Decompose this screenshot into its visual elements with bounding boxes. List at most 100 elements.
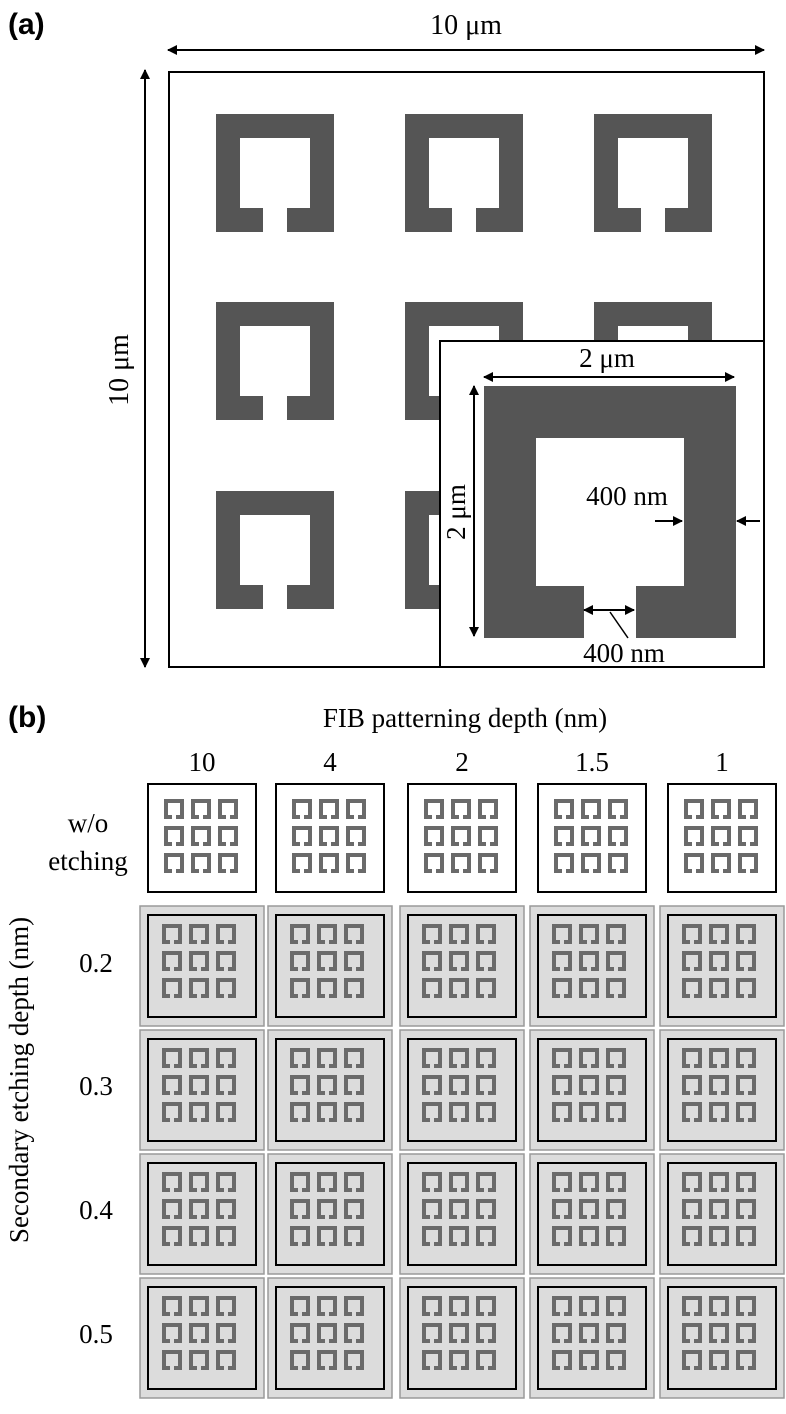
resonator-r1-c3 [594, 114, 712, 232]
resonator-r1-c2 [405, 114, 523, 232]
sample-frame [667, 1286, 777, 1390]
etched-r2-c2-resonator-9 [344, 1102, 364, 1122]
etched-r3-c2-resonator-9 [344, 1226, 364, 1246]
etched-r2-c1-resonator-6 [216, 1075, 236, 1095]
sample-etched-r1-c5 [659, 905, 785, 1027]
etched-r2-c5-resonator-8 [709, 1102, 729, 1122]
sample-frame [275, 1162, 385, 1266]
etched-r2-c2-resonator-1 [290, 1048, 310, 1068]
etched-background [659, 1153, 785, 1275]
etched-r4-c4-resonator-8 [579, 1350, 599, 1370]
etched-r2-c3-resonator-5 [449, 1075, 469, 1095]
etched-r2-c4-resonator-4 [552, 1075, 572, 1095]
sample-unetched-col-4 [537, 783, 647, 893]
sample-unetched-col-2 [275, 783, 385, 893]
etched-r4-c4-resonator-2 [579, 1296, 599, 1316]
etched-r1-c2-resonator-9 [344, 978, 364, 998]
unetched-c2-resonator-7 [292, 853, 312, 873]
width-dimension-label: 10 μm [430, 10, 502, 41]
etched-r3-c5-resonator-5 [709, 1199, 729, 1219]
etched-r3-c3-resonator-9 [476, 1226, 496, 1246]
etched-r1-c3-resonator-5 [449, 951, 469, 971]
etched-r1-c1-resonator-8 [189, 978, 209, 998]
etched-r2-c1-resonator-9 [216, 1102, 236, 1122]
etched-r1-c1-resonator-5 [189, 951, 209, 971]
sample-frame [407, 1038, 517, 1142]
etched-r1-c5-resonator-1 [682, 924, 702, 944]
gap-leader-line [609, 611, 629, 639]
sample-frame [667, 1162, 777, 1266]
etched-r2-c1-resonator-3 [216, 1048, 236, 1068]
unetched-c1-resonator-3 [218, 799, 238, 819]
etched-r2-c5-resonator-7 [682, 1102, 702, 1122]
sample-frame [147, 1038, 257, 1142]
etched-r2-c5-resonator-4 [682, 1075, 702, 1095]
unetched-c1-resonator-2 [191, 799, 211, 819]
sample-etched-r1-c1 [139, 905, 265, 1027]
etched-r4-c3-resonator-3 [476, 1296, 496, 1316]
sample-etched-r3-c2 [267, 1153, 393, 1275]
etched-r4-c5-resonator-8 [709, 1350, 729, 1370]
etched-r1-c2-resonator-2 [317, 924, 337, 944]
etched-r1-c3-resonator-3 [476, 924, 496, 944]
sample-unetched-col-1 [147, 783, 257, 893]
etched-r3-c5-resonator-3 [736, 1172, 756, 1192]
etched-r1-c2-resonator-6 [344, 951, 364, 971]
etched-r1-c5-resonator-7 [682, 978, 702, 998]
etched-r2-c2-resonator-5 [317, 1075, 337, 1095]
sample-etched-r3-c5 [659, 1153, 785, 1275]
etched-r4-c1-resonator-2 [189, 1296, 209, 1316]
etched-r4-c2-resonator-1 [290, 1296, 310, 1316]
etched-r3-c5-resonator-9 [736, 1226, 756, 1246]
column-label-5: 1 [715, 747, 729, 777]
etched-r1-c5-resonator-3 [736, 924, 756, 944]
etched-r4-c2-resonator-7 [290, 1350, 310, 1370]
sample-frame [275, 1286, 385, 1390]
etched-r1-c3-resonator-4 [422, 951, 442, 971]
etched-r3-c1-resonator-3 [216, 1172, 236, 1192]
etched-r2-c4-resonator-1 [552, 1048, 572, 1068]
sample-etched-r2-c5 [659, 1029, 785, 1151]
unetched-c5-resonator-7 [684, 853, 704, 873]
sample-frame [667, 914, 777, 1018]
etched-r2-c5-resonator-5 [709, 1075, 729, 1095]
etched-r3-c2-resonator-6 [344, 1199, 364, 1219]
unetched-c5-resonator-8 [711, 853, 731, 873]
unetched-c5-resonator-9 [738, 853, 758, 873]
etched-r4-c4-resonator-1 [552, 1296, 572, 1316]
arm-width-label: 400 nm [586, 481, 668, 511]
etched-r1-c1-resonator-7 [162, 978, 182, 998]
etched-r4-c5-resonator-4 [682, 1323, 702, 1343]
inset: 2 μm 2 μm 400 nm 400 nm [439, 340, 765, 668]
etched-r2-c2-resonator-2 [317, 1048, 337, 1068]
etched-r3-c5-resonator-7 [682, 1226, 702, 1246]
etched-r2-c3-resonator-9 [476, 1102, 496, 1122]
etched-r3-c4-resonator-1 [552, 1172, 572, 1192]
sample-etched-r3-c3 [399, 1153, 525, 1275]
etched-r1-c3-resonator-7 [422, 978, 442, 998]
sample-etched-r1-c2 [267, 905, 393, 1027]
sample-etched-r3-c4 [529, 1153, 655, 1275]
etched-r2-c1-resonator-5 [189, 1075, 209, 1095]
etched-r3-c5-resonator-8 [709, 1226, 729, 1246]
etched-r3-c3-resonator-8 [449, 1226, 469, 1246]
column-label-3: 2 [455, 747, 469, 777]
unetched-c5-resonator-2 [711, 799, 731, 819]
etched-r1-c4-resonator-4 [552, 951, 572, 971]
etched-r4-c1-resonator-5 [189, 1323, 209, 1343]
etched-r3-c5-resonator-4 [682, 1199, 702, 1219]
etched-r4-c5-resonator-6 [736, 1323, 756, 1343]
panel-b-label: (b) [8, 701, 46, 734]
unetched-c2-resonator-2 [319, 799, 339, 819]
column-label-2: 4 [323, 747, 337, 777]
etched-r2-c4-resonator-8 [579, 1102, 599, 1122]
unetched-c5-resonator-4 [684, 826, 704, 846]
unetched-c3-resonator-2 [451, 799, 471, 819]
unetched-c4-resonator-6 [608, 826, 628, 846]
unetched-c5-resonator-3 [738, 799, 758, 819]
etched-r4-c4-resonator-6 [606, 1323, 626, 1343]
unetched-c4-resonator-5 [581, 826, 601, 846]
etched-r4-c4-resonator-5 [579, 1323, 599, 1343]
